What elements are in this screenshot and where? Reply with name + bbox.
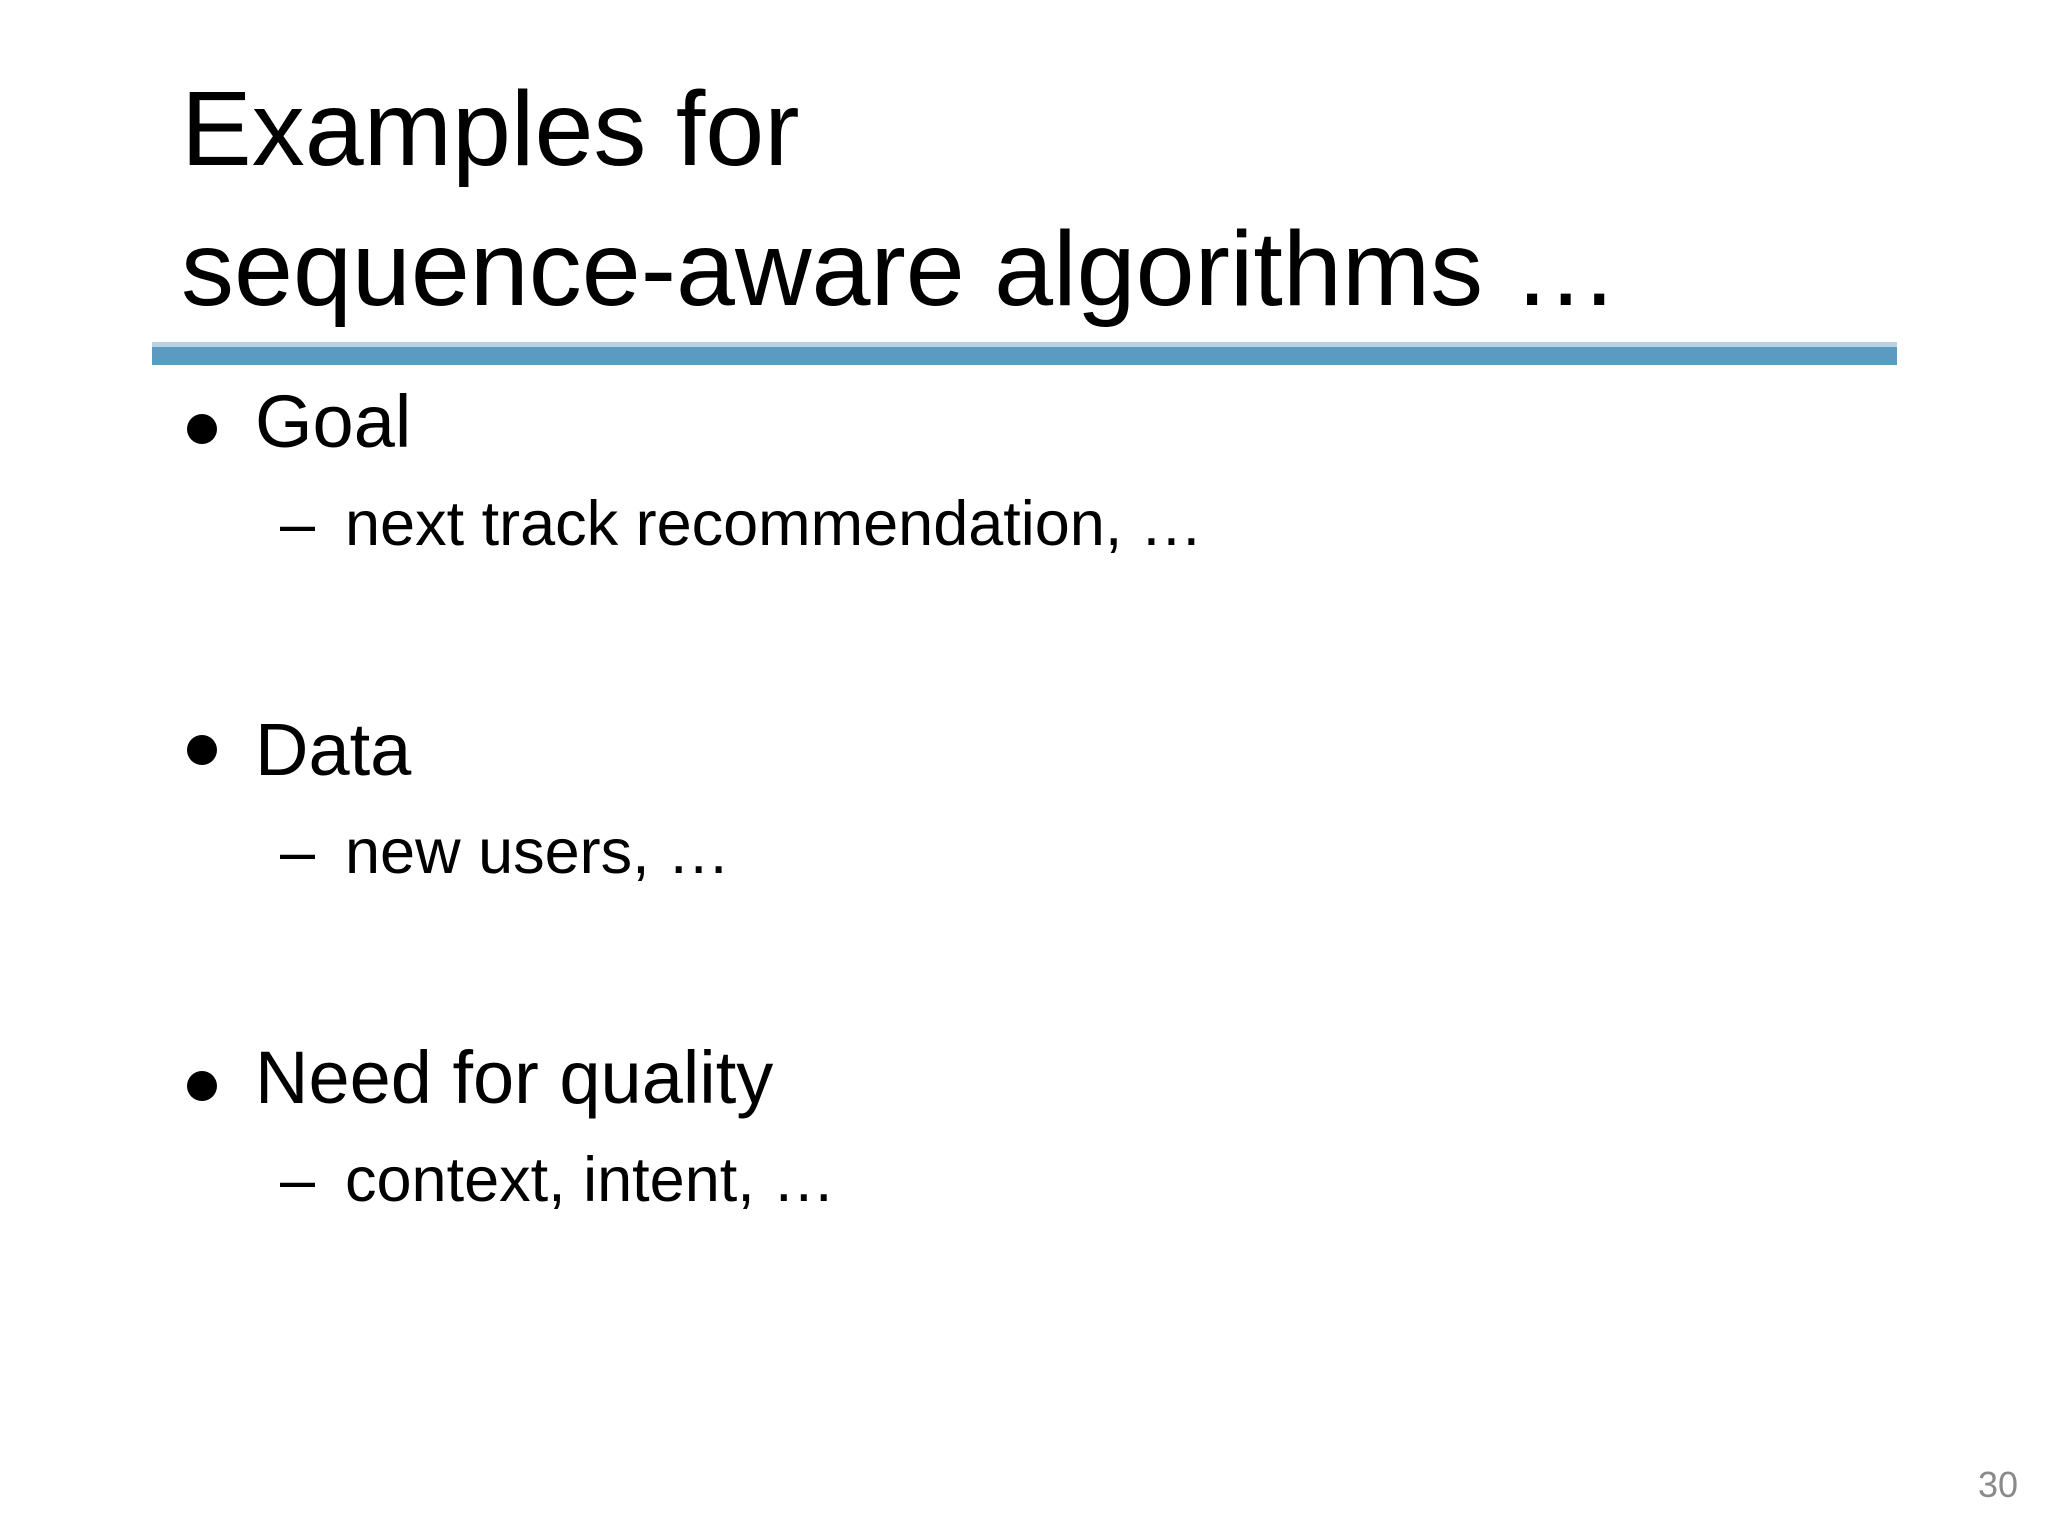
- slide-title: Examples for sequence-aware algorithms …: [181, 59, 1619, 339]
- bullet-label-goal: Goal: [255, 380, 412, 463]
- sub-bullet-goal: next track recommendation, …: [345, 489, 1203, 559]
- page-number: 30: [1977, 1464, 2018, 1505]
- bullet-label-need-for-quality: Need for quality: [255, 1036, 774, 1119]
- sub-bullet-need-for-quality: context, intent, …: [345, 1145, 836, 1215]
- dash-marker-icon: –: [280, 817, 316, 887]
- title-line-2: sequence-aware algorithms …: [181, 210, 1619, 328]
- title-underline-rule: [152, 342, 1897, 365]
- dash-marker-icon: –: [280, 489, 316, 559]
- sub-bullet-data: new users, …: [345, 817, 731, 887]
- bullet-dot-icon: [187, 414, 217, 444]
- bullet-dot-icon: [187, 1071, 217, 1101]
- title-line-1: Examples for: [181, 70, 800, 188]
- bullet-dot-icon: [187, 735, 217, 765]
- dash-marker-icon: –: [280, 1145, 316, 1215]
- bullet-label-data: Data: [255, 708, 412, 791]
